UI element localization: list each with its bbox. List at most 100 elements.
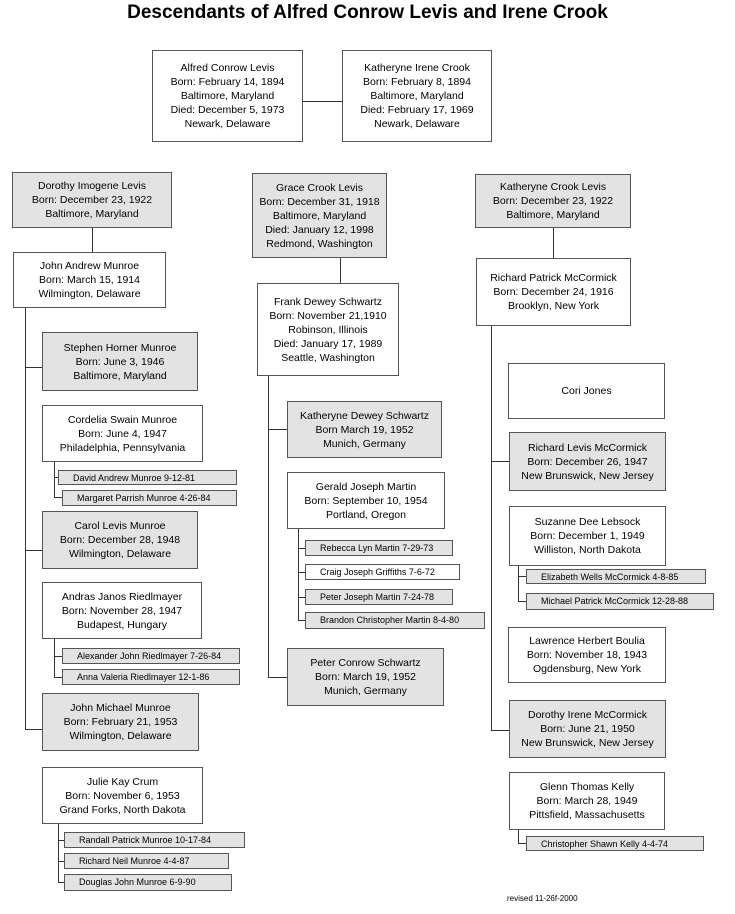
- person-birth: Born: June 4, 1947: [78, 427, 167, 440]
- person-name: Alfred Conrow Levis: [180, 62, 275, 74]
- person-birthplace: New Brunswick, New Jersey: [521, 469, 654, 482]
- person-deathplace: Newark, Delaware: [374, 118, 460, 130]
- great-grandchild-box: Brandon Christopher Martin 8-4-80: [305, 612, 485, 629]
- person-name: Katheryne Crook Levis: [499, 181, 607, 193]
- person-name: Richard Patrick McCormick: [490, 272, 617, 284]
- person-birth: Born: March 28, 1949: [536, 795, 638, 807]
- person-death: Died: December 5, 1973: [170, 104, 285, 116]
- person-birthplace: Budapest, Hungary: [77, 618, 167, 631]
- grandchild-box: Dorothy Irene McCormick Born: June 21, 1…: [509, 700, 666, 758]
- grandchild-box: John Michael Munroe Born: February 21, 1…: [42, 693, 199, 751]
- person-name: Katheryne Irene Crook: [364, 62, 470, 74]
- person-birth: Born: December 23, 1922: [31, 194, 153, 206]
- spouse-box: Richard Patrick McCormick Born: December…: [476, 258, 631, 326]
- person-birth: Born: December 23, 1922: [492, 195, 614, 207]
- person-name: Andras Janos Riedlmayer: [61, 590, 183, 603]
- spouse-box: John Andrew Munroe Born: March 15, 1914 …: [13, 252, 166, 308]
- grandchild-spouse-box: Cori Jones: [508, 363, 665, 419]
- grandchild-box: Peter Conrow Schwartz Born: March 19, 19…: [287, 648, 444, 706]
- person-name: Katheryne Dewey Schwartz: [300, 409, 429, 422]
- person-birthplace: Wilmington, Delaware: [38, 288, 141, 300]
- person-birthplace: Baltimore, Maryland: [45, 208, 139, 220]
- person-birth: Born: March 15, 1914: [39, 274, 140, 286]
- person-birth: Born: December 24, 1916: [493, 286, 614, 298]
- person-birthplace: Ogdensburg, New York: [533, 663, 641, 675]
- grandchild-spouse-box: Cordelia Swain Munroe Born: June 4, 1947…: [42, 405, 203, 462]
- person-birth: Born: November 6, 1953: [65, 789, 180, 802]
- grandchild-spouse-box: Gerald Joseph Martin Born: September 10,…: [287, 472, 445, 529]
- person-birth: Born: November 28, 1947: [61, 604, 183, 617]
- person-birth: Born: June 3, 1946: [75, 355, 165, 368]
- spouse-box: Frank Dewey Schwartz Born: November 21,1…: [257, 283, 399, 376]
- person-name: Julie Kay Crum: [86, 775, 159, 788]
- person-birthplace: Philadelphia, Pennsylvania: [59, 441, 186, 454]
- great-grandchild-box: Richard Neil Munroe 4-4-87: [64, 853, 229, 869]
- person-name: Frank Dewey Schwartz: [274, 295, 382, 308]
- person-name: John Andrew Munroe: [39, 260, 140, 272]
- person-birthplace: Baltimore, Maryland: [272, 209, 367, 222]
- grandchild-box: Richard Levis McCormick Born: December 2…: [509, 432, 666, 491]
- person-name: Dorothy Irene McCormick: [527, 709, 648, 721]
- person-name: Dorothy Imogene Levis: [38, 180, 146, 192]
- person-name: Cordelia Swain Munroe: [67, 413, 178, 426]
- grandchild-spouse-box: Glenn Thomas Kelly Born: March 28, 1949 …: [509, 772, 665, 830]
- person-birth: Born: June 21, 1950: [540, 723, 635, 735]
- person-birth: Born: December 31, 1918: [259, 195, 380, 208]
- person-birthplace: Wilmington, Delaware: [68, 548, 172, 560]
- person-name: Suzanne Dee Lebsock: [534, 516, 641, 528]
- root-wife-box: Katheryne Irene Crook Born: February 8, …: [342, 50, 492, 142]
- person-birth: Born: February 14, 1894: [170, 76, 285, 88]
- great-grandchild-box: Elizabeth Wells McCormick 4-8-85: [526, 569, 706, 584]
- person-name: Grace Crook Levis: [276, 181, 363, 194]
- person-birth: Born: March 19, 1952: [315, 671, 416, 683]
- grandchild-box: Stephen Horner Munroe Born: June 3, 1946…: [42, 332, 198, 391]
- child-box: Grace Crook Levis Born: December 31, 191…: [252, 173, 387, 258]
- person-death: Died: February 17, 1969: [360, 104, 474, 116]
- great-grandchild-box: Christopher Shawn Kelly 4-4-74: [526, 836, 704, 851]
- great-grandchild-box: Rebecca Lyn Martin 7-29-73: [305, 540, 453, 556]
- person-birth: Born: February 8, 1894: [363, 76, 471, 88]
- person-name: Lawrence Herbert Boulia: [529, 635, 645, 647]
- person-name: Cori Jones: [561, 385, 612, 397]
- person-deathplace: Newark, Delaware: [184, 118, 271, 130]
- child-box: Katheryne Crook Levis Born: December 23,…: [475, 174, 631, 228]
- person-name: Carol Levis Munroe: [74, 520, 166, 532]
- grandchild-spouse-box: Andras Janos Riedlmayer Born: November 2…: [42, 582, 202, 639]
- person-birthplace: Baltimore, Maryland: [506, 209, 600, 221]
- person-birthplace: Baltimore, Maryland: [180, 90, 275, 102]
- person-name: Glenn Thomas Kelly: [539, 781, 635, 793]
- person-birth: Born March 19, 1952: [315, 423, 414, 436]
- person-birthplace: Brooklyn, New York: [507, 300, 600, 312]
- great-grandchild-box: Anna Valeria Riedlmayer 12-1-86: [62, 669, 240, 685]
- great-grandchild-box: Michael Patrick McCormick 12-28-88: [526, 593, 714, 610]
- great-grandchild-box: Margaret Parrish Munroe 4-26-84: [62, 490, 237, 506]
- person-birthplace: Munich, Germany: [323, 437, 406, 450]
- great-grandchild-box: David Andrew Munroe 9-12-81: [58, 470, 237, 485]
- person-name: John Michael Munroe: [70, 702, 171, 714]
- person-name: Peter Conrow Schwartz: [310, 657, 421, 669]
- root-husband-box: Alfred Conrow Levis Born: February 14, 1…: [152, 50, 303, 142]
- child-box: Dorothy Imogene Levis Born: December 23,…: [12, 172, 172, 228]
- person-birthplace: Grand Forks, North Dakota: [59, 803, 186, 816]
- person-death: Died: January 17, 1989: [273, 337, 383, 350]
- revision-note: revised 11-26f-2000: [507, 894, 578, 903]
- grandchild-spouse-box: Lawrence Herbert Boulia Born: November 1…: [508, 627, 666, 683]
- chart-title: Descendants of Alfred Conrow Levis and I…: [127, 2, 608, 23]
- person-deathplace: Seattle, Washington: [281, 351, 375, 364]
- person-birthplace: Baltimore, Maryland: [370, 90, 464, 102]
- person-birthplace: Williston, North Dakota: [534, 544, 641, 556]
- great-grandchild-box: Craig Joseph Griffiths 7-6-72: [305, 564, 460, 580]
- person-birth: Born: November 21,1910: [269, 309, 387, 322]
- person-birth: Born: December 28, 1948: [59, 534, 181, 546]
- person-deathplace: Redmond, Washington: [266, 237, 373, 250]
- person-birth: Born: February 21, 1953: [63, 716, 178, 728]
- grandchild-box: Carol Levis Munroe Born: December 28, 19…: [42, 511, 198, 569]
- person-birthplace: Robinson, Illinois: [288, 323, 368, 336]
- person-birth: Born: November 18, 1943: [526, 649, 648, 661]
- person-birthplace: Baltimore, Maryland: [73, 369, 167, 382]
- person-death: Died: January 12, 1998: [265, 223, 374, 236]
- person-birthplace: New Brunswick, New Jersey: [521, 737, 654, 749]
- person-birth: Born: September 10, 1954: [304, 494, 428, 507]
- great-grandchild-box: Peter Joseph Martin 7-24-78: [305, 589, 453, 605]
- person-birth: Born: December 26, 1947: [527, 455, 648, 468]
